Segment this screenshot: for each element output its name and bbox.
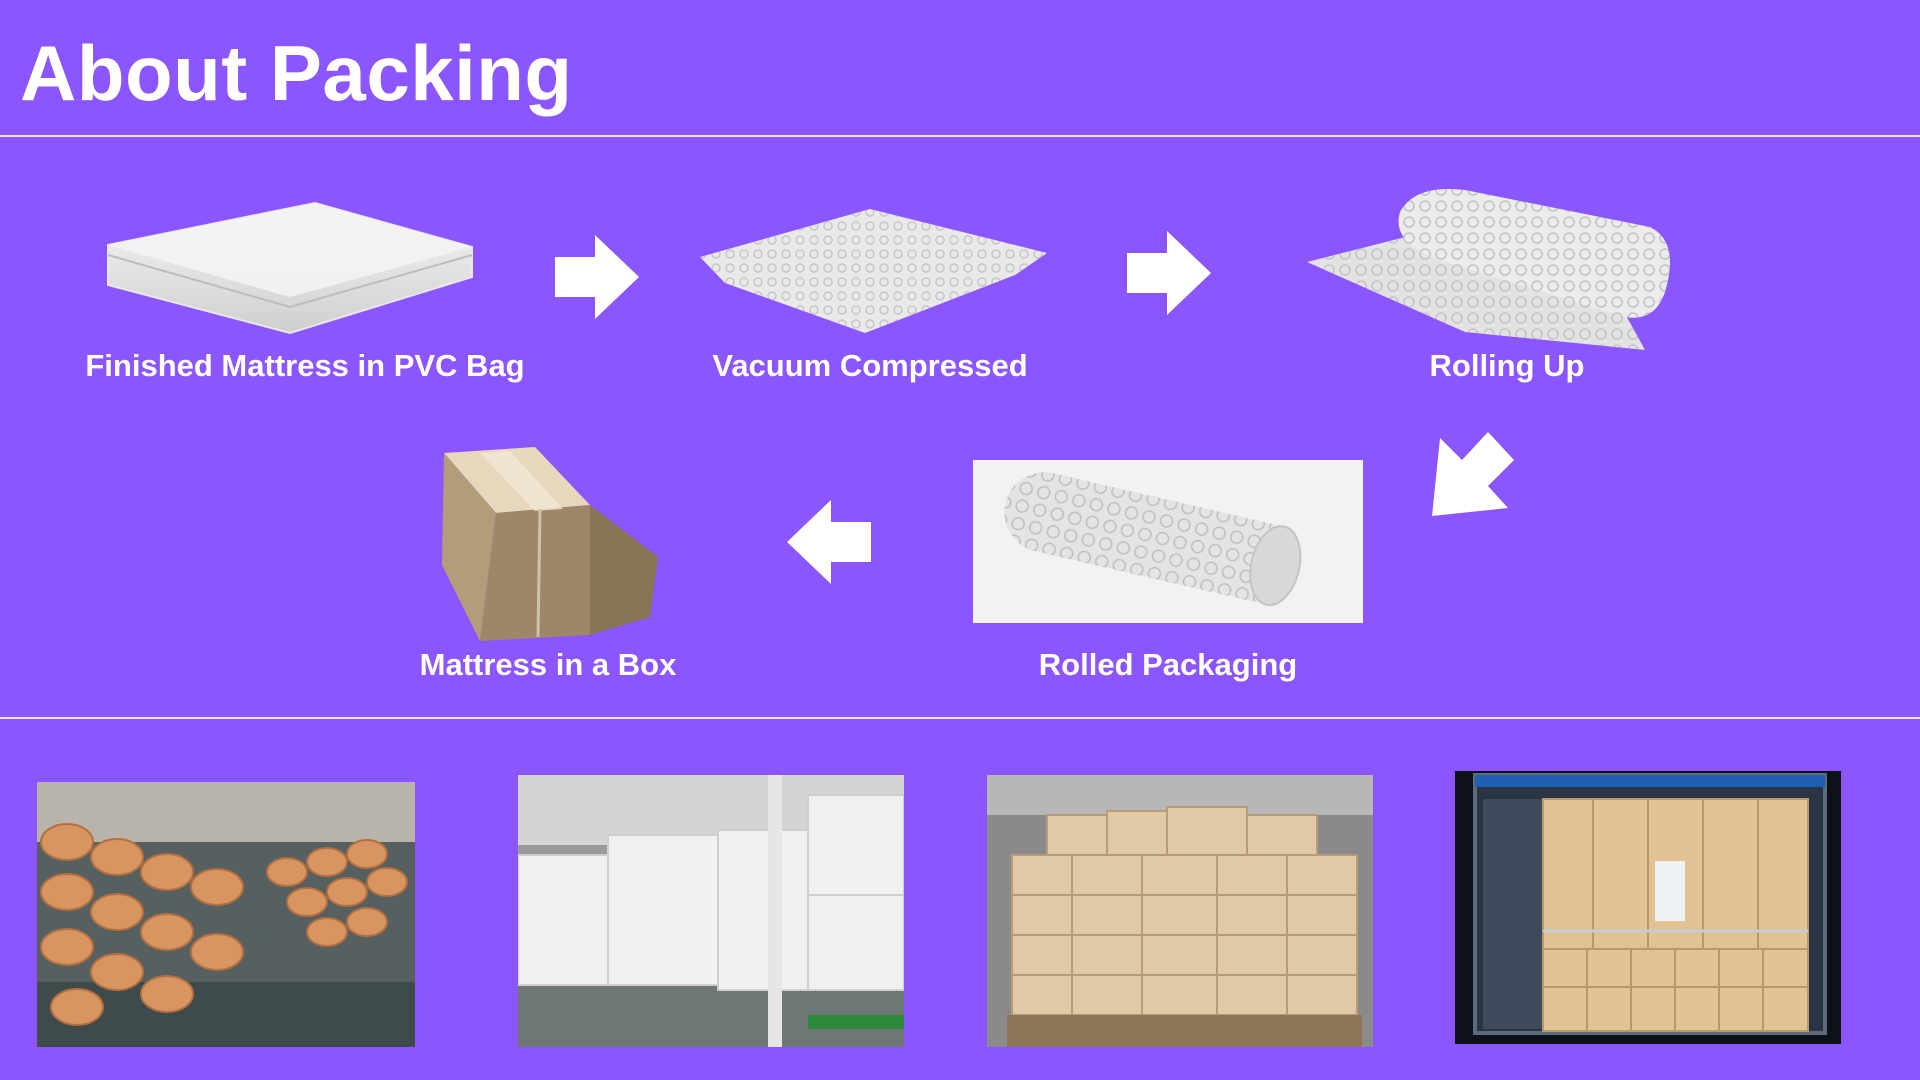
container-loading-photo bbox=[1455, 771, 1841, 1044]
warehouse-white-bales-photo bbox=[518, 775, 904, 1047]
rolled-packaging-image bbox=[973, 460, 1363, 623]
top-divider bbox=[0, 135, 1920, 137]
step-label-pvc-bag: Finished Mattress in PVC Bag bbox=[85, 348, 525, 383]
boxed-mattress-image bbox=[442, 447, 658, 641]
rolling-mattress-image bbox=[1307, 188, 1670, 350]
bottom-divider bbox=[0, 717, 1920, 719]
arrow-right-icon bbox=[1127, 231, 1211, 315]
page-title: About Packing bbox=[20, 29, 573, 117]
arrow-down-left-icon bbox=[1432, 432, 1514, 516]
stacked-carton-boxes-photo bbox=[987, 775, 1373, 1047]
step-label-rolled-packaging: Rolled Packaging bbox=[1038, 647, 1298, 682]
arrow-left-icon bbox=[787, 500, 871, 584]
step-label-mattress-box: Mattress in a Box bbox=[419, 647, 677, 682]
flat-mattress-image bbox=[107, 201, 473, 335]
step-label-rolling: Rolling Up bbox=[1429, 348, 1585, 383]
compressed-mattress-image bbox=[700, 209, 1047, 333]
rolled-mattress-pile-photo bbox=[37, 782, 415, 1047]
arrow-right-icon bbox=[555, 235, 639, 319]
step-label-vacuum: Vacuum Compressed bbox=[712, 348, 1028, 383]
